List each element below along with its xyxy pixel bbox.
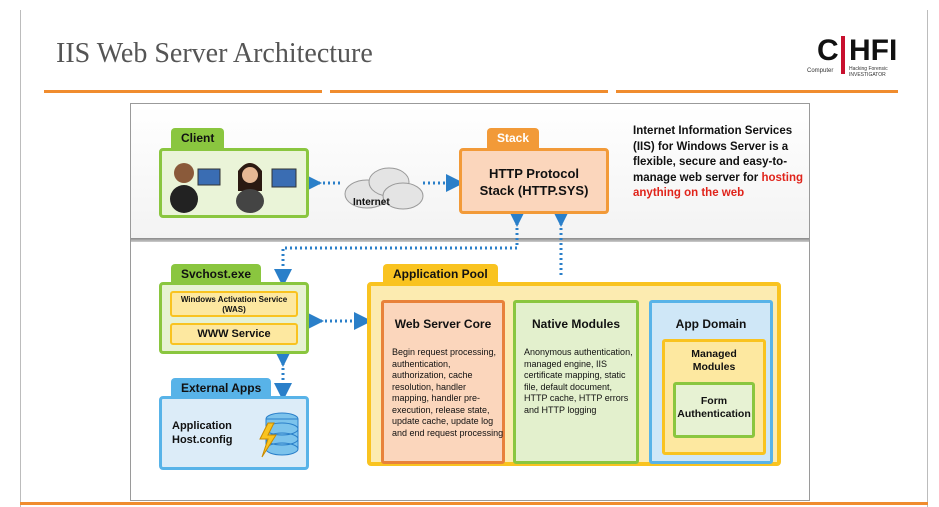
web-server-core-body: Begin request processing, authentication…	[392, 347, 504, 438]
architecture-diagram: Client Internet Stack HTTP Protocol Stac…	[130, 103, 810, 501]
form-auth-box: Form Authentication	[673, 382, 755, 438]
svchost-tab: Svchost.exe	[171, 264, 262, 284]
stack-tab: Stack	[487, 128, 540, 148]
web-server-core-title: Web Server Core	[394, 317, 492, 331]
client-box	[159, 148, 309, 218]
external-apps-tab: External Apps	[171, 378, 272, 398]
iis-description: Internet Information Services (IIS) for …	[633, 124, 803, 202]
www-service-box: WWW Service	[170, 323, 298, 345]
native-modules-body: Anonymous authentication, managed engine…	[524, 347, 633, 415]
managed-modules-box: Managed Modules Form Authentication	[662, 339, 766, 455]
managed-modules-title: Managed Modules	[691, 348, 737, 373]
logo-subtitle-right: Hacking Forensic INVESTIGATOR	[849, 66, 888, 78]
slide-frame	[20, 10, 928, 507]
chfi-logo: C HFI Computer Hacking Forensic INVESTIG…	[807, 34, 898, 86]
database-icon	[259, 412, 299, 458]
stack-svchost-connector	[274, 209, 526, 287]
logo-subtitle-left: Computer	[807, 68, 834, 74]
app-pool-box: Web Server Core Begin request processing…	[367, 282, 781, 466]
native-modules-title: Native Modules	[531, 317, 621, 331]
logo-subtitle-line1: Hacking Forensic	[849, 66, 888, 72]
connectors	[274, 174, 570, 401]
client-tab: Client	[171, 128, 225, 148]
external-apps-text: Application Host.config	[172, 420, 233, 446]
client-users-icon	[170, 163, 297, 213]
app-domain-box: App Domain Managed Modules Form Authenti…	[649, 300, 773, 464]
app-domain-title: App Domain	[675, 317, 747, 331]
svchost-box: Windows Activation Service (WAS) WWW Ser…	[159, 282, 309, 354]
logo-red-bar	[841, 36, 845, 74]
description-text: Internet Information Services (IIS) for …	[633, 125, 793, 184]
external-apps-box: Application Host.config	[159, 396, 309, 470]
stack-text: HTTP Protocol Stack (HTTP.SYS)	[479, 166, 589, 198]
header-rule-right	[616, 90, 898, 93]
internet-label: Internet	[353, 197, 390, 208]
logo-subtitle-line2: INVESTIGATOR	[849, 72, 886, 78]
footer-rule	[20, 502, 928, 505]
logo-letters-hfi: HFI	[849, 34, 898, 67]
native-modules-box: Native Modules Anonymous authentication,…	[513, 300, 639, 464]
logo-letter-c: C	[817, 34, 839, 67]
was-box: Windows Activation Service (WAS)	[170, 291, 298, 317]
stack-box: HTTP Protocol Stack (HTTP.SYS)	[459, 148, 609, 214]
slide-title: IIS Web Server Architecture	[56, 38, 373, 69]
form-auth-title: Form Authentication	[677, 395, 751, 420]
web-server-core-box: Web Server Core Begin request processing…	[381, 300, 505, 464]
header-rule-middle	[330, 90, 608, 93]
cloud-icon	[344, 167, 424, 210]
header-rule-left	[44, 90, 322, 93]
description-highlight: hosting anything on the web	[633, 171, 804, 200]
app-pool-tab: Application Pool	[383, 264, 498, 284]
